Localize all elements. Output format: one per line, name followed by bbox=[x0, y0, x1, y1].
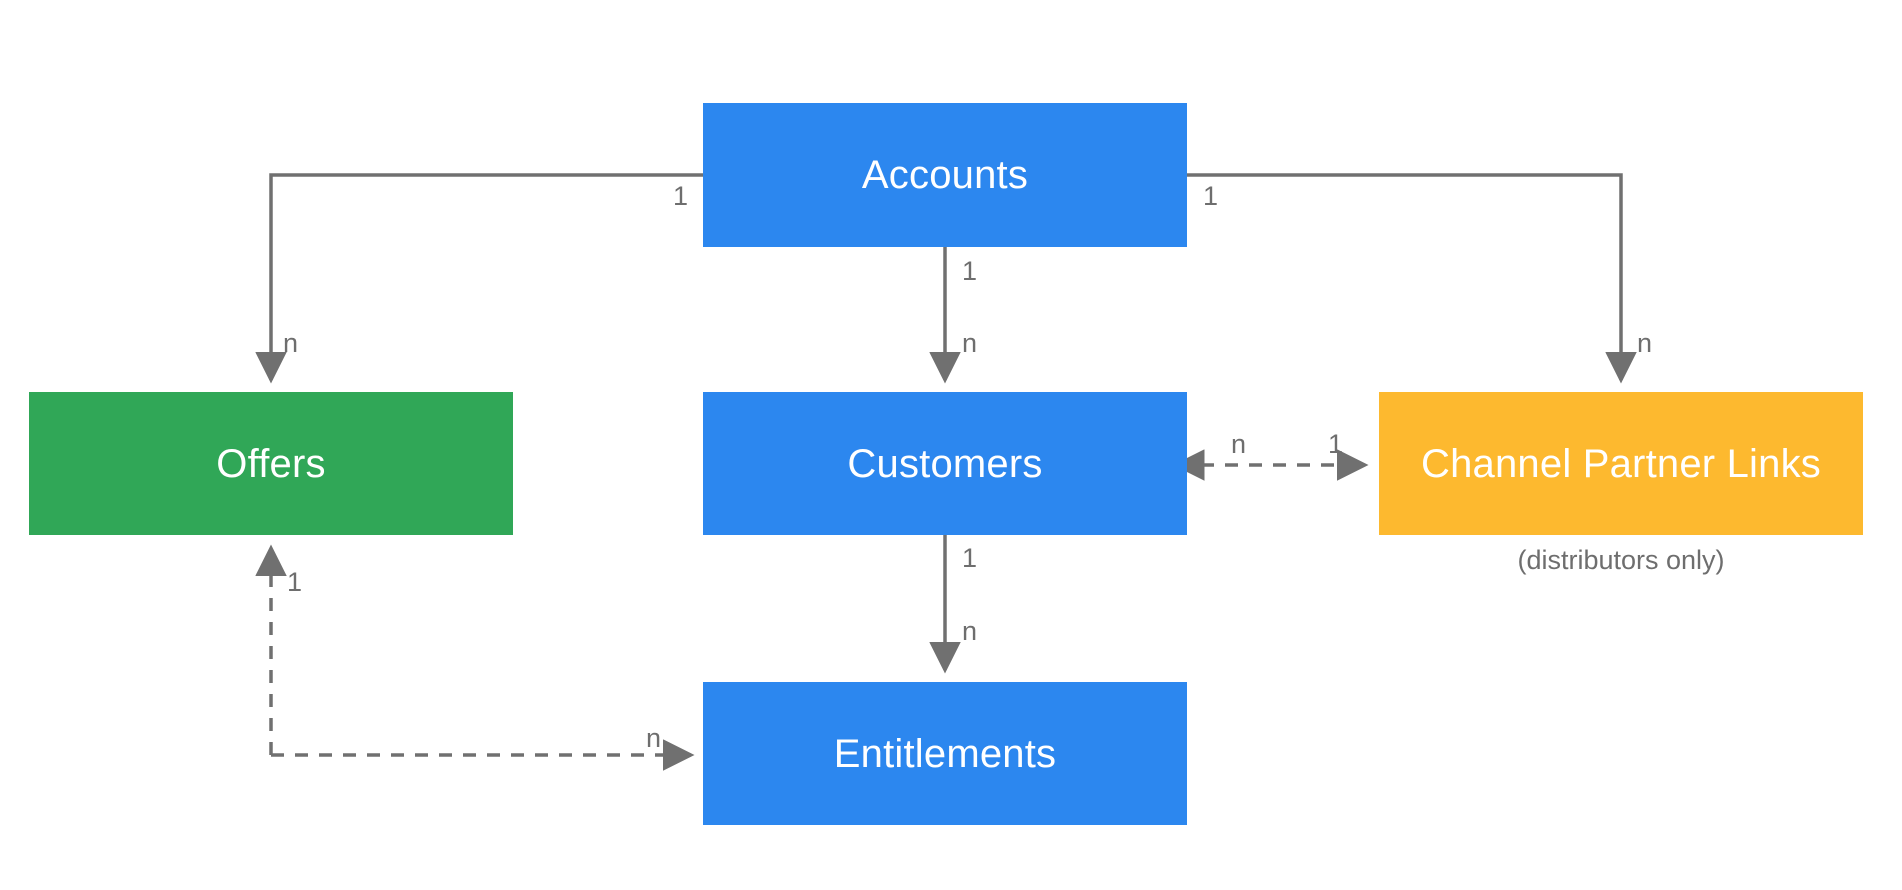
node-accounts[interactable]: Accounts bbox=[703, 103, 1187, 247]
cardinality-accounts-channel-partner-links-source: 1 bbox=[1203, 183, 1218, 210]
node-entitlements-label: Entitlements bbox=[833, 731, 1057, 776]
cardinality-text: n bbox=[962, 616, 978, 646]
node-offers[interactable]: Offers bbox=[29, 392, 513, 535]
cardinality-customers-channel-partner-links-source: n bbox=[1231, 431, 1246, 458]
cardinality-text: 1 bbox=[1203, 181, 1219, 211]
node-channel-partner-links-label: Channel Partner Links bbox=[1421, 441, 1821, 486]
cardinality-text: n bbox=[646, 723, 662, 753]
cardinality-offers-entitlements-source: 1 bbox=[287, 569, 302, 596]
cardinality-text: 1 bbox=[673, 181, 689, 211]
note-distributors-only: (distributors only) bbox=[1379, 547, 1863, 574]
cardinality-text: n bbox=[962, 328, 978, 358]
node-customers-label: Customers bbox=[847, 441, 1043, 486]
edge-accounts-offers bbox=[255, 173, 703, 384]
cardinality-offers-entitlements-target: n bbox=[646, 725, 661, 752]
node-accounts-label: Accounts bbox=[861, 153, 1029, 197]
cardinality-text: n bbox=[1231, 429, 1247, 459]
cardinality-customers-entitlements-source: 1 bbox=[962, 545, 977, 572]
cardinality-accounts-offers-target: n bbox=[283, 330, 298, 357]
node-entitlements[interactable]: Entitlements bbox=[703, 682, 1187, 825]
cardinality-accounts-offers-source: 1 bbox=[673, 183, 688, 210]
cardinality-customers-channel-partner-links-target: 1 bbox=[1328, 431, 1343, 458]
cardinality-text: 1 bbox=[962, 543, 978, 573]
cardinality-accounts-customers-target: n bbox=[962, 330, 977, 357]
cardinality-text: 1 bbox=[962, 256, 978, 286]
cardinality-customers-entitlements-target: n bbox=[962, 618, 977, 645]
cardinality-text: 1 bbox=[287, 567, 303, 597]
cardinality-text: 1 bbox=[1328, 429, 1344, 459]
cardinality-accounts-customers-source: 1 bbox=[962, 258, 977, 285]
note-distributors-only-text: (distributors only) bbox=[1517, 545, 1725, 575]
edge-accounts-channel-partner-links bbox=[1187, 173, 1637, 384]
cardinality-text: n bbox=[1637, 328, 1653, 358]
cardinality-text: n bbox=[283, 328, 299, 358]
node-customers[interactable]: Customers bbox=[703, 392, 1187, 535]
node-offers-label: Offers bbox=[216, 441, 326, 486]
node-channel-partner-links[interactable]: Channel Partner Links bbox=[1379, 392, 1863, 535]
cardinality-accounts-channel-partner-links-target: n bbox=[1637, 330, 1652, 357]
